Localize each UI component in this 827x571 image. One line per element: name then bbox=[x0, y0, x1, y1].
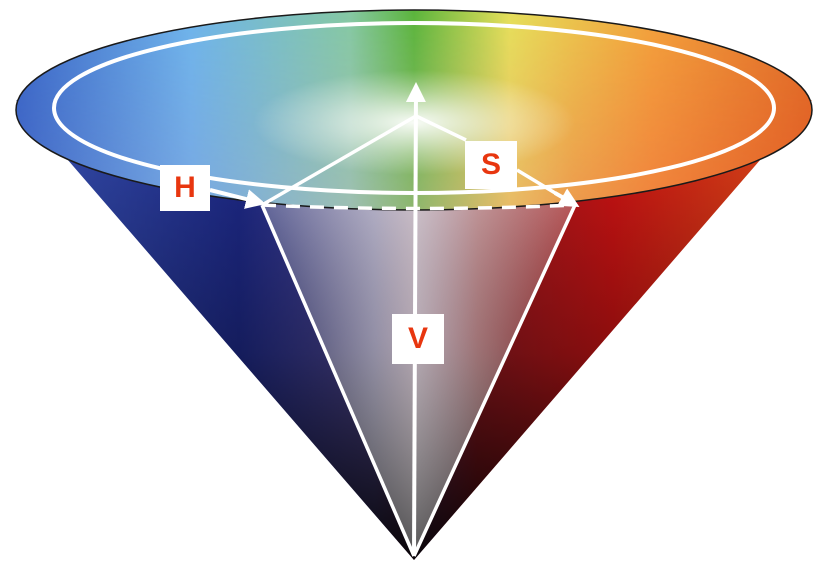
hue-arrow bbox=[209, 188, 266, 209]
hue-label: H bbox=[160, 165, 210, 211]
value-label: V bbox=[392, 314, 444, 364]
saturation-label: S bbox=[465, 141, 517, 189]
saturation-arrow bbox=[554, 188, 580, 207]
wedge-outline bbox=[260, 114, 577, 557]
